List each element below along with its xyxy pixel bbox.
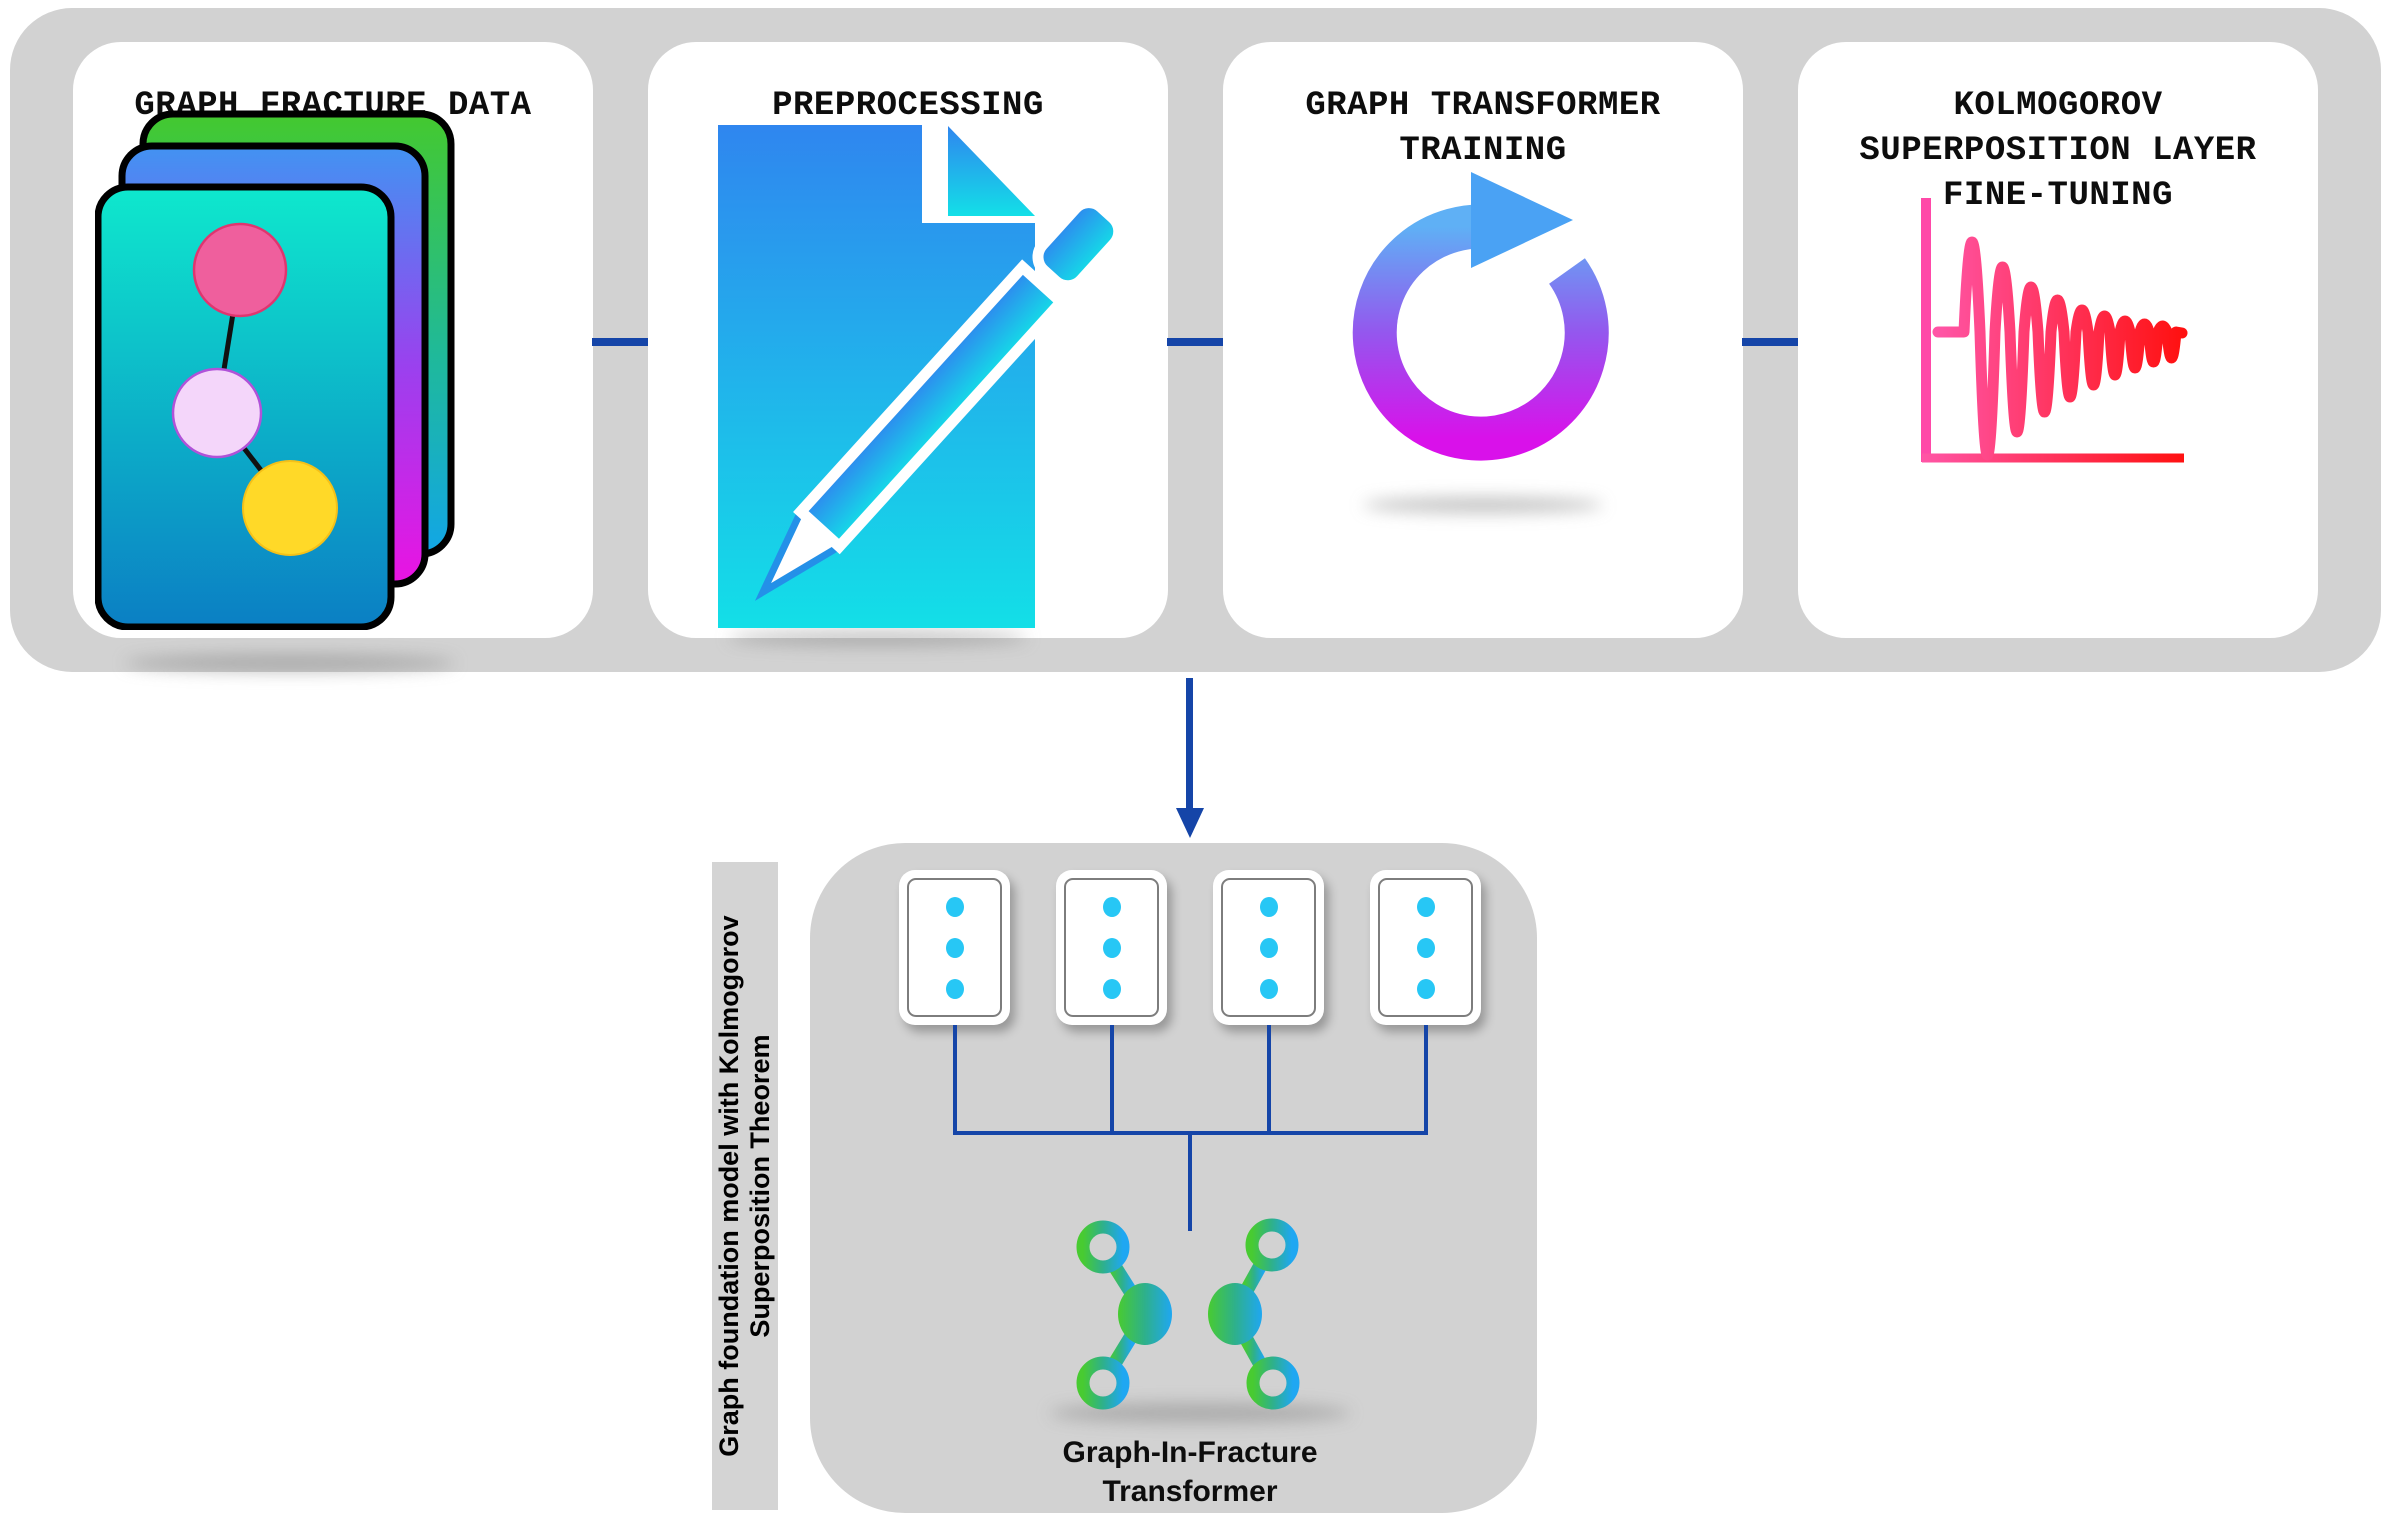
step-card-preprocessing: PREPROCESSING (648, 42, 1168, 646)
node-dot (1259, 896, 1278, 917)
step-title: PREPROCESSING (648, 42, 1168, 129)
node-dot (1416, 978, 1435, 999)
node-dot (1416, 937, 1435, 958)
sidebar-label-line: Graph foundation model with Kolmogorov (713, 915, 744, 1457)
icon-shadow (1363, 497, 1603, 513)
node-dot (945, 896, 964, 917)
step-title-line: FINE-TUNING (1943, 176, 2173, 215)
cyclic-training-arrow-icon (1330, 142, 1630, 497)
step-title-line: KOLMOGOROV (1953, 87, 2163, 125)
node-dot (1102, 896, 1121, 917)
module-inner-outline (1221, 878, 1316, 1017)
step-connector-3 (1742, 338, 1798, 346)
node-dot (1259, 937, 1278, 958)
document-pencil-icon (708, 112, 1148, 662)
foundation-sidebar: Graph foundation model with Kolmogorov S… (712, 862, 778, 1510)
step-connector-2 (1167, 338, 1223, 346)
module-inner-outline (907, 878, 1002, 1017)
step-card-kolmogorov-fine-tuning: KOLMOGOROV SUPERPOSITION LAYER FINE-TUNI… (1798, 42, 2318, 638)
output-model-label-line: Graph-In-Fracture (1062, 1436, 1318, 1469)
module-card-2 (1056, 870, 1167, 1025)
pipeline-container: GRAPH FRACTURE DATA (10, 8, 2381, 672)
sidebar-label-line: Superposition Theorem (745, 1034, 775, 1338)
step-card-graph-transformer-training: GRAPH TRANSFORMER TRAINING (1223, 42, 1743, 638)
damped-signal-plot-icon (1908, 192, 2198, 487)
step-title-line: PREPROCESSING (772, 87, 1044, 125)
node-dot (1259, 978, 1278, 999)
node-dot (945, 937, 964, 958)
node-dot (945, 978, 964, 999)
module-stub-line-2 (1110, 1025, 1114, 1133)
module-stub-line-1 (953, 1025, 957, 1133)
step-title-line: SUPERPOSITION LAYER (1859, 131, 2257, 170)
icon-shadow (728, 630, 1028, 646)
down-arrow-line (1186, 678, 1193, 810)
module-card-1 (899, 870, 1010, 1025)
module-card-3 (1213, 870, 1324, 1025)
step-connector-1 (592, 338, 648, 346)
step-title-line: GRAPH TRANSFORMER (1305, 87, 1661, 125)
down-arrow-head (1176, 808, 1204, 838)
step-title-line: TRAINING (1399, 131, 1567, 170)
module-stub-line-3 (1267, 1025, 1271, 1133)
step-title: GRAPH TRANSFORMER TRAINING (1223, 42, 1743, 174)
molecule-graph-icon (1060, 1215, 1320, 1415)
module-stub-line-4 (1424, 1025, 1428, 1133)
foundation-container: Graph-In-Fracture Transformer (810, 843, 1537, 1513)
module-inner-outline (1378, 878, 1473, 1017)
module-card-4 (1370, 870, 1481, 1025)
foundation-sidebar-label: Graph foundation model with Kolmogorov S… (714, 856, 776, 1516)
node-dot (1416, 896, 1435, 917)
center-drop-line (1188, 1131, 1192, 1231)
node-dot (1102, 937, 1121, 958)
icon-shadow (125, 654, 455, 672)
module-inner-outline (1064, 878, 1159, 1017)
node-dot (1102, 978, 1121, 999)
output-model-label: Graph-In-Fracture Transformer (915, 1433, 1465, 1511)
step-title: KOLMOGOROV SUPERPOSITION LAYER FINE-TUNI… (1798, 42, 2318, 219)
module-row (899, 870, 1481, 1025)
step-card-graph-fracture-data: GRAPH FRACTURE DATA (73, 42, 593, 672)
stacked-graph-cards-icon (94, 110, 457, 635)
output-model-label-line: Transformer (1102, 1475, 1278, 1508)
